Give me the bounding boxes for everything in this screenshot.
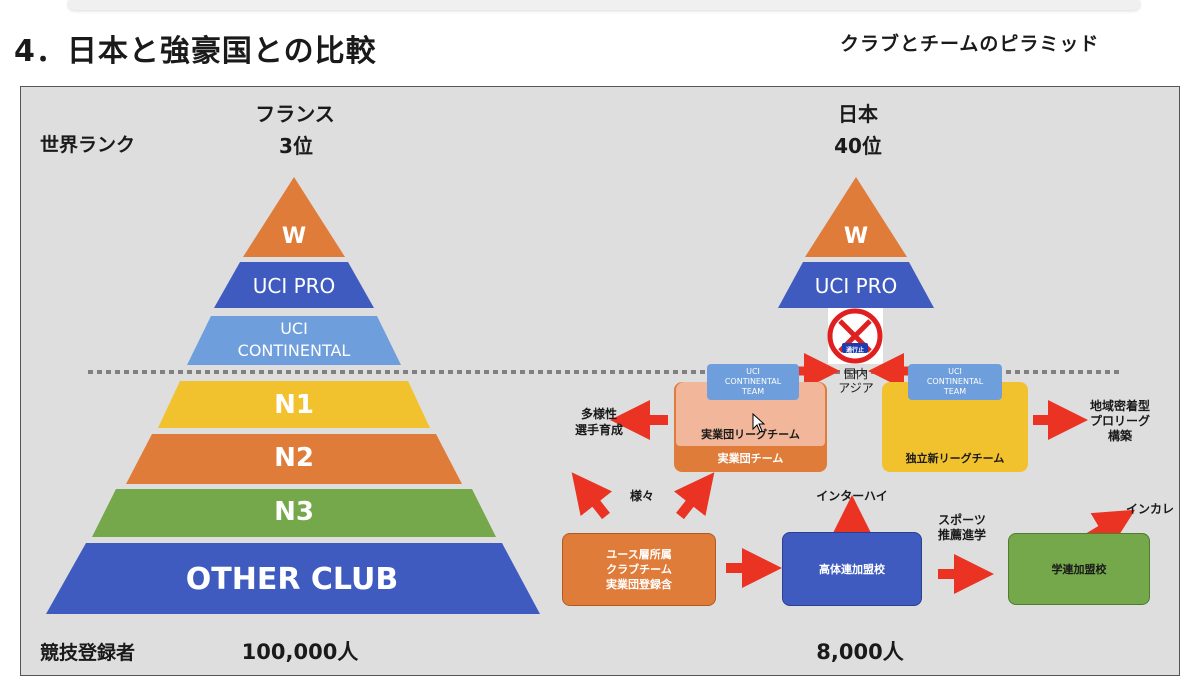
registered-label: 競技登録者 [40, 642, 136, 664]
regional-label: 地域密着型 プロリーグ 構築 [1089, 399, 1151, 443]
japan-registered: 8,000人 [816, 640, 904, 664]
france-tier-other-club [46, 543, 540, 614]
jitsugyodan-league-label: 実業団リーグチーム [701, 428, 800, 441]
no-entry-sign-text: 通行止 [845, 347, 865, 354]
various-label: 様々 [630, 489, 655, 503]
domestic-asia-label: 国内 アジア [838, 367, 874, 395]
diversity-label: 多様性 選手育成 [574, 407, 624, 437]
france-tier-n2-label: N2 [274, 443, 314, 473]
highschool-box: 高体連加盟校 [782, 532, 922, 606]
page-subtitle: クラブとチームのピラミッド [840, 33, 1100, 55]
france-tier-w-label: W [281, 224, 307, 249]
france-tier-uci-pro-label: UCI PRO [252, 274, 336, 298]
japan-tier-uci-pro [778, 262, 934, 308]
japan-tier-w-label: W [843, 224, 869, 249]
france-tier-n1 [158, 381, 430, 428]
japan-tier-uci-pro-label: UCI PRO [814, 274, 898, 298]
uci-team-box-right: UCI CONTINENTAL TEAM [908, 364, 1002, 400]
france-tier-other-club-label: OTHER CLUB [185, 562, 399, 597]
france-tier-n1-label: N1 [274, 390, 314, 420]
sports-recommendation-label: スポーツ 推薦進学 [937, 513, 987, 542]
page-title: 4．日本と強豪国との比較 [14, 34, 377, 69]
jitsugyodan-team-label: 実業団チーム [717, 452, 784, 465]
france-rank: 3位 [279, 134, 313, 158]
intercollege-label: インカレ [1125, 502, 1175, 516]
france-tier-n3 [92, 489, 496, 537]
france-tier-n3-label: N3 [274, 497, 314, 527]
france-tier-w [243, 177, 345, 257]
new-league-team-label: 独立新リーグチーム [905, 452, 1005, 465]
france-tier-uci-pro [214, 262, 374, 308]
france-tier-n2 [126, 434, 462, 484]
uci-team-box-left: UCI CONTINENTAL TEAM [707, 364, 799, 400]
world-rank-label: 世界ランク [40, 134, 136, 156]
interhigh-label: インターハイ [816, 489, 888, 503]
japan-label: 日本 [838, 102, 878, 126]
france-tier-uci-continental [187, 316, 401, 365]
arrow-youth-up-right [673, 472, 715, 520]
france-tier-uci-continental-label: UCI CONTINENTAL [237, 319, 351, 360]
mouse-cursor-icon [752, 413, 766, 433]
youth-box: ユース層所属 クラブチーム 実業団登録含 [562, 533, 716, 606]
france-registered: 100,000人 [241, 640, 359, 664]
france-label: フランス [255, 102, 335, 126]
arrow-youth-up-left [571, 472, 613, 520]
top-scroll-bar [68, 0, 1140, 10]
japan-tier-w [805, 177, 907, 257]
university-box: 学連加盟校 [1008, 533, 1150, 605]
japan-rank: 40位 [834, 134, 882, 158]
